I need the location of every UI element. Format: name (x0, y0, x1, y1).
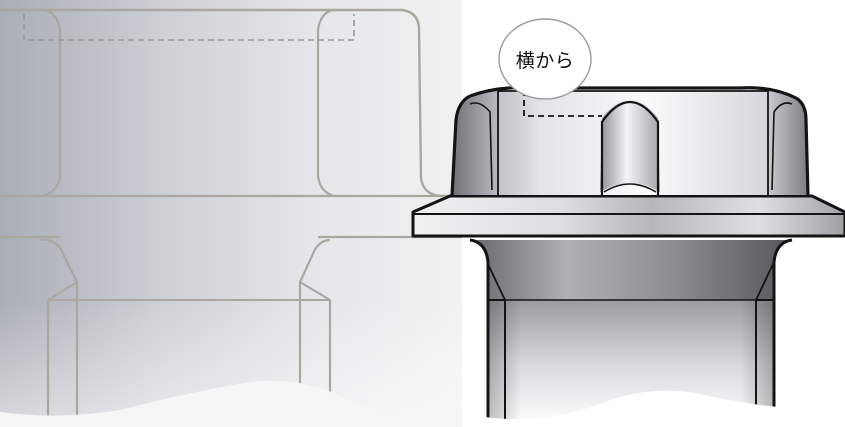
left-side-view (0, 0, 462, 427)
right-perspective-view (411, 0, 845, 427)
callout-label: 横から (515, 49, 575, 72)
view-callout (498, 18, 592, 100)
